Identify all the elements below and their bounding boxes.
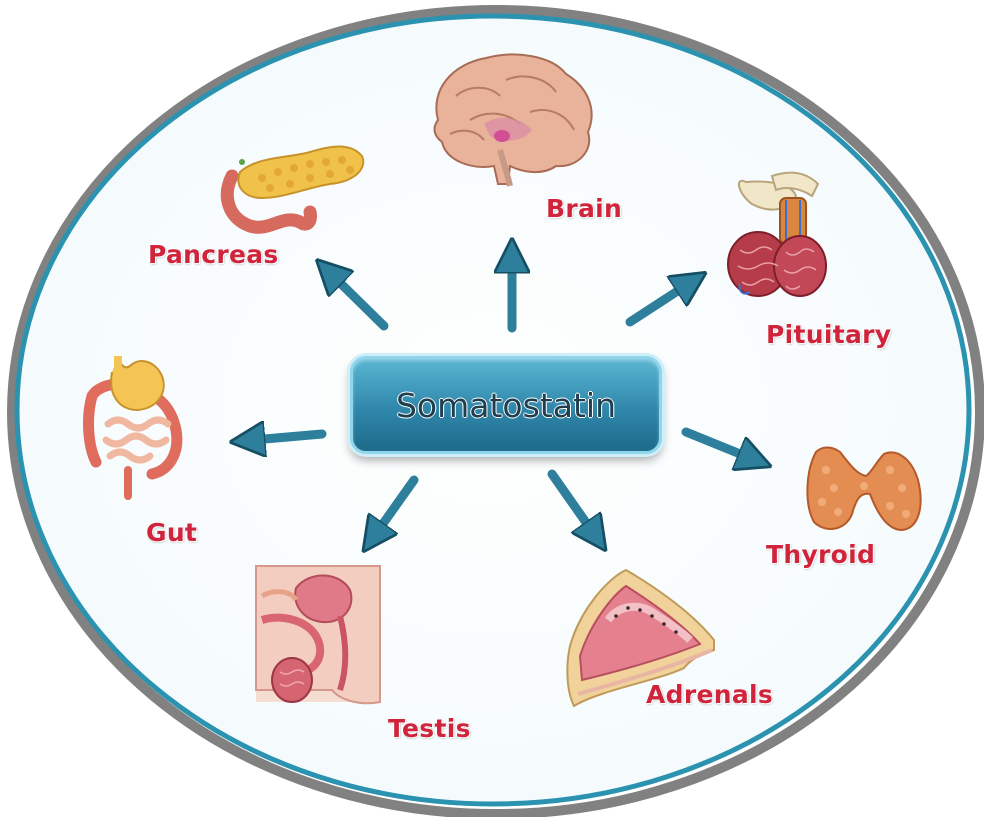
label-gut: Gut [146,518,197,547]
label-brain: Brain [546,194,622,223]
label-thyroid: Thyroid [766,540,875,569]
hub-label: Somatostatin [396,386,616,425]
label-adrenals: Adrenals [646,680,773,709]
label-testis: Testis [388,714,471,743]
label-pancreas: Pancreas [148,240,279,269]
label-pituitary: Pituitary [766,320,891,349]
testis-illustration [256,566,380,703]
hub-box: Somatostatin [350,356,662,454]
